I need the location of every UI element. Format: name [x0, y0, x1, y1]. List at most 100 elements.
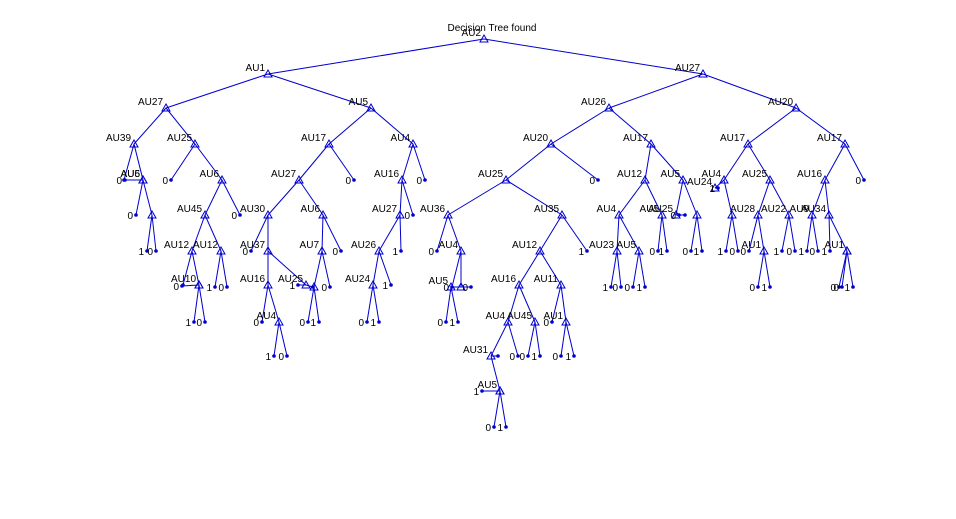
- figure-title: Decision Tree found: [448, 23, 537, 34]
- tree-edge: [657, 214, 663, 252]
- tree-edge: [204, 214, 222, 252]
- split-node-triangle-icon: [727, 209, 737, 219]
- leaf-node-dot-icon: [619, 285, 623, 289]
- leaf-class-label: 0: [649, 247, 655, 258]
- leaf-class-label: 0: [278, 352, 284, 363]
- split-node-triangle-icon: [443, 209, 453, 219]
- tree-edge: [781, 214, 790, 252]
- tree-edge: [561, 214, 588, 252]
- leaf-class-label: 0: [299, 318, 305, 329]
- leaf-class-label: 0: [345, 176, 351, 187]
- split-node-triangle-icon: [263, 68, 273, 78]
- tree-edge: [610, 250, 618, 288]
- tree-edge: [123, 143, 135, 181]
- leaf-class-label: 1: [798, 247, 804, 258]
- split-node-triangle-icon: [634, 245, 644, 255]
- split-node-label: AU20: [768, 97, 793, 108]
- tree-edge: [550, 107, 610, 145]
- leaf-node-dot-icon: [444, 320, 448, 324]
- leaf-class-label: 1: [578, 247, 584, 258]
- leaf-class-label: 0: [809, 247, 815, 258]
- tree-edge: [534, 321, 541, 357]
- tree-edge: [191, 250, 200, 286]
- tree-edge: [321, 214, 324, 252]
- split-node-label: AU39: [106, 133, 131, 144]
- leaf-class-label: 0: [624, 283, 630, 294]
- leaf-class-label: 1: [185, 318, 191, 329]
- split-node-label: AU4: [702, 169, 722, 180]
- tree-edge: [451, 250, 462, 288]
- tree-edge: [165, 73, 269, 109]
- split-node-label: AU24: [345, 274, 370, 285]
- split-node-triangle-icon: [556, 279, 566, 289]
- split-node-triangle-icon: [397, 174, 407, 184]
- leaf-class-label: 0: [416, 176, 422, 187]
- leaf-class-label: 1: [206, 283, 212, 294]
- split-node-triangle-icon: [366, 102, 376, 112]
- split-node-label: AU6: [301, 204, 321, 215]
- tree-edge: [372, 250, 380, 286]
- tree-edge: [682, 179, 698, 216]
- leaf-node-dot-icon: [389, 283, 393, 287]
- tree-edge: [267, 250, 307, 286]
- leaf-node-dot-icon: [683, 213, 687, 217]
- split-node-triangle-icon: [194, 279, 204, 289]
- tree-edge: [539, 214, 563, 252]
- tree-edge: [436, 214, 449, 252]
- tree-edge: [690, 214, 698, 252]
- leaf-node-dot-icon: [559, 354, 563, 358]
- tree-edge: [747, 107, 797, 145]
- tree-edge: [133, 107, 167, 145]
- split-node-label: AU6: [200, 169, 220, 180]
- tree-edge: [748, 214, 759, 252]
- split-node-triangle-icon: [784, 209, 794, 219]
- tree-edge: [618, 214, 640, 252]
- leaf-class-label: 0: [855, 176, 861, 187]
- split-node-label: AU5: [661, 169, 681, 180]
- tree-edge: [505, 179, 563, 216]
- leaf-node-dot-icon: [793, 249, 797, 253]
- tree-edge: [267, 179, 300, 216]
- tree-edge: [194, 143, 223, 181]
- leaf-class-label: 1: [382, 281, 388, 292]
- leaf-class-label: 0: [196, 318, 202, 329]
- tree-edge: [844, 143, 865, 181]
- leaf-node-dot-icon: [828, 249, 832, 253]
- split-node-triangle-icon: [217, 174, 227, 184]
- leaf-class-label: 1: [709, 184, 715, 195]
- tree-edge: [378, 250, 392, 286]
- split-node-triangle-icon: [842, 245, 852, 255]
- leaf-node-dot-icon: [862, 178, 866, 182]
- tree-edge: [824, 143, 846, 181]
- leaf-node-dot-icon: [747, 249, 751, 253]
- tree-edge: [447, 214, 462, 252]
- leaf-node-dot-icon: [238, 213, 242, 217]
- split-node-label: AU4: [486, 311, 506, 322]
- leaf-class-label: 1: [636, 283, 642, 294]
- leaf-node-dot-icon: [492, 425, 496, 429]
- tree-edge: [135, 179, 144, 216]
- tree-edge: [527, 321, 536, 357]
- split-node-label: AU12: [512, 240, 537, 251]
- leaf-node-dot-icon: [192, 320, 196, 324]
- tree-edge: [788, 214, 796, 252]
- split-node-label: AU12: [193, 240, 218, 251]
- split-node-label: AU1: [825, 240, 845, 251]
- tree-edge: [214, 250, 222, 288]
- leaf-node-dot-icon: [724, 249, 728, 253]
- tree-edge: [550, 143, 599, 181]
- tree-edge: [757, 250, 765, 288]
- split-node-triangle-icon: [824, 209, 834, 219]
- leaf-node-dot-icon: [328, 285, 332, 289]
- leaf-class-label: 1: [138, 247, 144, 258]
- leaf-node-dot-icon: [469, 285, 473, 289]
- split-node-label: AU1: [544, 311, 564, 322]
- leaf-node-dot-icon: [656, 249, 660, 253]
- tree-edge: [298, 143, 330, 181]
- leaf-node-dot-icon: [768, 285, 772, 289]
- leaf-node-dot-icon: [181, 283, 185, 287]
- split-node-triangle-icon: [263, 245, 273, 255]
- leaf-class-label: 0: [519, 352, 525, 363]
- tree-edge: [182, 250, 193, 286]
